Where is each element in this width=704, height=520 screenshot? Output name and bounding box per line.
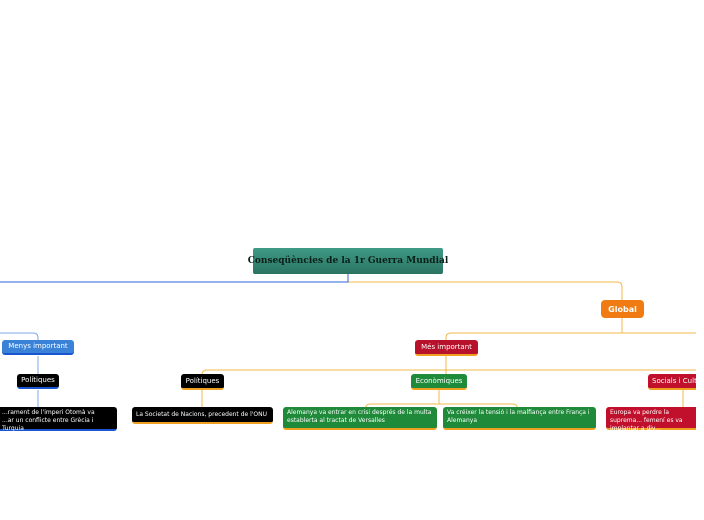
node-socials[interactable]: Socials i Cult... (648, 374, 704, 390)
link-root-global (347, 274, 623, 300)
node-global[interactable]: Global (601, 300, 644, 318)
leaf-europa-label: Europa va perdre la suprema... femení es… (610, 409, 683, 432)
global-label: Global (608, 304, 637, 314)
link-mes-categories (201, 356, 696, 376)
politiques-label: Polítiques (185, 376, 220, 385)
node-leaf-europa[interactable]: Europa va perdre la suprema... femení es… (606, 407, 696, 432)
leaf-otoma-line2: ...ar un conflicte entre Grècia i Turqui… (2, 417, 94, 432)
politiques-left-label: Polítiques (21, 376, 55, 384)
node-menys-important[interactable]: Menys important (2, 340, 74, 355)
socials-label: Socials i Cult... (652, 376, 704, 385)
root-label: Conseqüències de la 1r Guerra Mundial (247, 255, 449, 266)
leaf-tensio-label: Va créixer la tensió i la malfiança entr… (447, 409, 590, 424)
mes-important-label: Més important (421, 342, 472, 351)
economiques-label: Econòmiques (415, 376, 463, 385)
node-economiques[interactable]: Econòmiques (411, 374, 467, 390)
node-politiques-left[interactable]: Polítiques (17, 374, 59, 389)
link-economiques-leaves (365, 390, 518, 408)
node-politiques[interactable]: Polítiques (181, 374, 224, 390)
link-root-left (0, 274, 349, 283)
link-left-menys (0, 332, 39, 340)
node-leaf-tensio[interactable]: Va créixer la tensió i la malfiança entr… (443, 407, 596, 430)
node-leaf-crisi[interactable]: Alemanya va entrar en crisi després de l… (283, 407, 437, 430)
menys-important-label: Menys important (8, 342, 68, 350)
node-mes-important[interactable]: Més important (415, 340, 478, 356)
leaf-otoma-line1: ...rament de l'imperi Otomà va (2, 409, 95, 416)
leaf-societat-label: La Societat de Nacions, precedent de l'O… (136, 411, 268, 418)
leaf-crisi-label: Alemanya va entrar en crisi després de l… (287, 409, 432, 424)
node-leaf-otoma[interactable]: ...rament de l'imperi Otomà va ...ar un … (0, 407, 117, 432)
root-node[interactable]: Conseqüències de la 1r Guerra Mundial (248, 248, 448, 274)
link-global-mes (445, 332, 696, 340)
node-leaf-societat[interactable]: La Societat de Nacions, precedent de l'O… (132, 407, 273, 424)
